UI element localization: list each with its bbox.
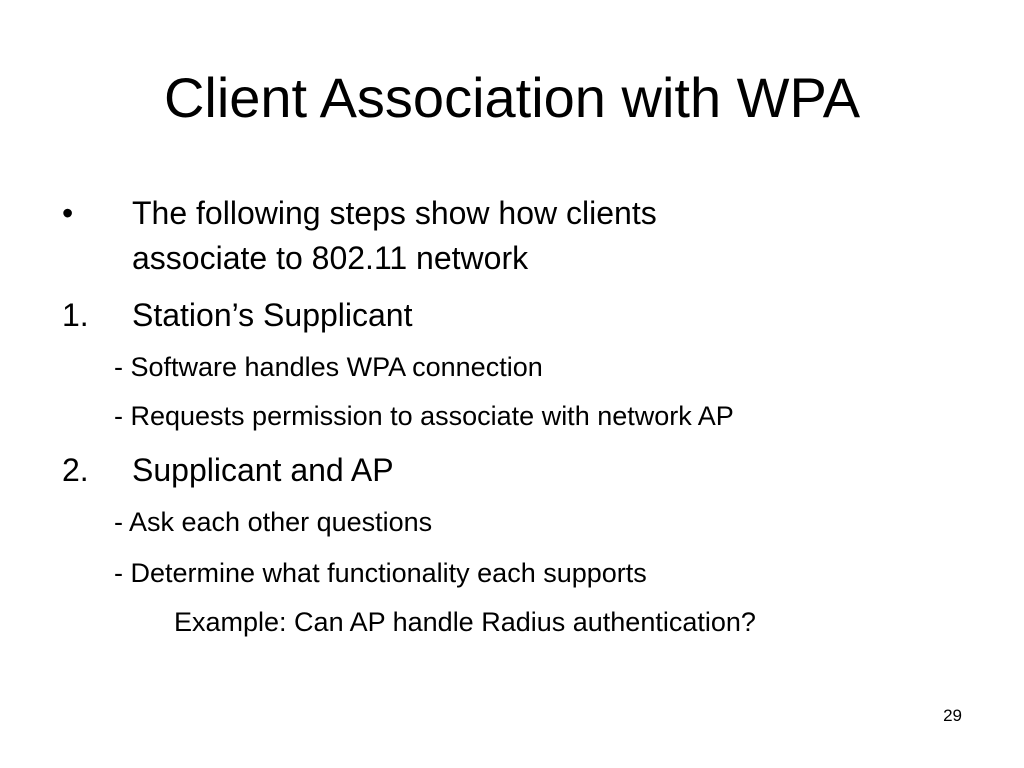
step-1-number: 1. xyxy=(62,297,89,333)
step-2-subitem-2: - Determine what functionality each supp… xyxy=(114,558,647,588)
step-2-example: Example: Can AP handle Radius authentica… xyxy=(174,607,756,637)
intro-line-2: associate to 802.11 network xyxy=(132,240,529,276)
step-1-subitem-1: - Software handles WPA connection xyxy=(114,352,543,382)
step-2-number: 2. xyxy=(62,452,89,488)
step-2-subitem-1: - Ask each other questions xyxy=(114,507,433,537)
step-2-label: Supplicant and AP xyxy=(132,452,394,488)
intro-line-1: The following steps show how clients xyxy=(132,195,657,231)
slide-title: Client Association with WPA xyxy=(163,66,861,129)
step-1-label: Station’s Supplicant xyxy=(132,297,413,333)
page-number: 29 xyxy=(943,706,962,725)
step-1-subitem-2: - Requests permission to associate with … xyxy=(114,401,734,431)
bullet-marker: • xyxy=(62,195,74,231)
